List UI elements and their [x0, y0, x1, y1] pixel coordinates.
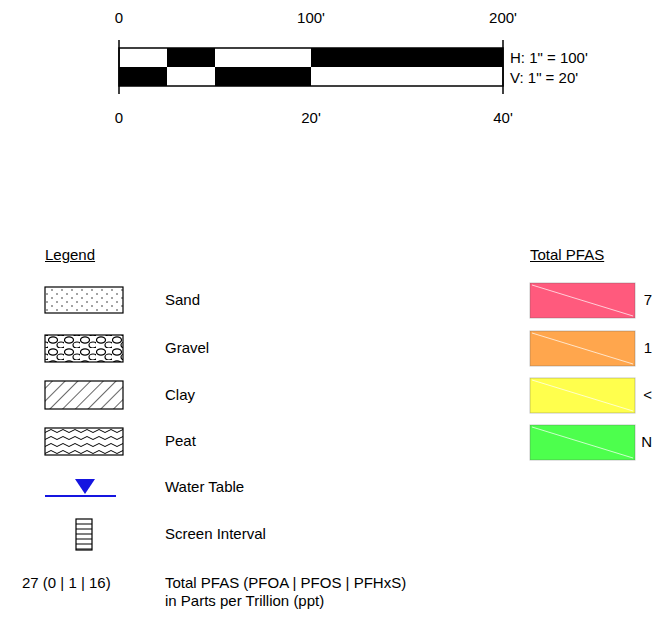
legend-text: Sand — [165, 291, 200, 309]
swatch-hatch — [532, 333, 633, 364]
color-swatch — [530, 331, 635, 366]
swatch-hatch — [532, 427, 633, 458]
scale-number: 0 — [115, 109, 123, 127]
clay-swatch — [45, 381, 123, 409]
legend-text: Water Table — [165, 478, 244, 496]
scale-number: 20' — [301, 109, 321, 127]
legend-text: 1 — [644, 339, 652, 357]
legend-text: Peat — [165, 432, 196, 450]
scale-number: 40' — [493, 109, 513, 127]
legend-heading: Legend — [45, 246, 95, 264]
scale-number: 200' — [489, 9, 517, 27]
scale-bar — [119, 40, 503, 94]
sand-swatch — [45, 287, 123, 313]
legend-text: Gravel — [165, 339, 209, 357]
legend-text: 7 — [644, 291, 652, 309]
legend-text: Total PFAS (PFOA | PFOS | PFHxS) in Part… — [165, 574, 417, 610]
screen-symbol — [76, 519, 92, 550]
color-swatch — [530, 378, 635, 413]
example-value: 27 (0 | 1 | 16) — [22, 574, 111, 592]
legend-text: Screen Interval — [165, 525, 266, 543]
scale-ratio: H: 1" = 100' — [510, 49, 588, 67]
legend-text: Clay — [165, 386, 195, 404]
gravel-swatch — [45, 335, 123, 362]
legend-text: < — [643, 386, 652, 404]
scale-number: 100' — [297, 9, 325, 27]
swatch-hatch — [532, 285, 633, 316]
peat-swatch — [45, 428, 123, 455]
swatch-hatch — [532, 380, 633, 411]
scale-ratio: V: 1" = 20' — [510, 69, 578, 87]
scale-number: 0 — [115, 9, 123, 27]
color-swatch — [530, 283, 635, 318]
legend-heading: Total PFAS — [530, 246, 604, 264]
legend-text: N — [641, 433, 652, 451]
water-table-symbol — [45, 479, 116, 496]
color-swatch — [530, 425, 635, 460]
